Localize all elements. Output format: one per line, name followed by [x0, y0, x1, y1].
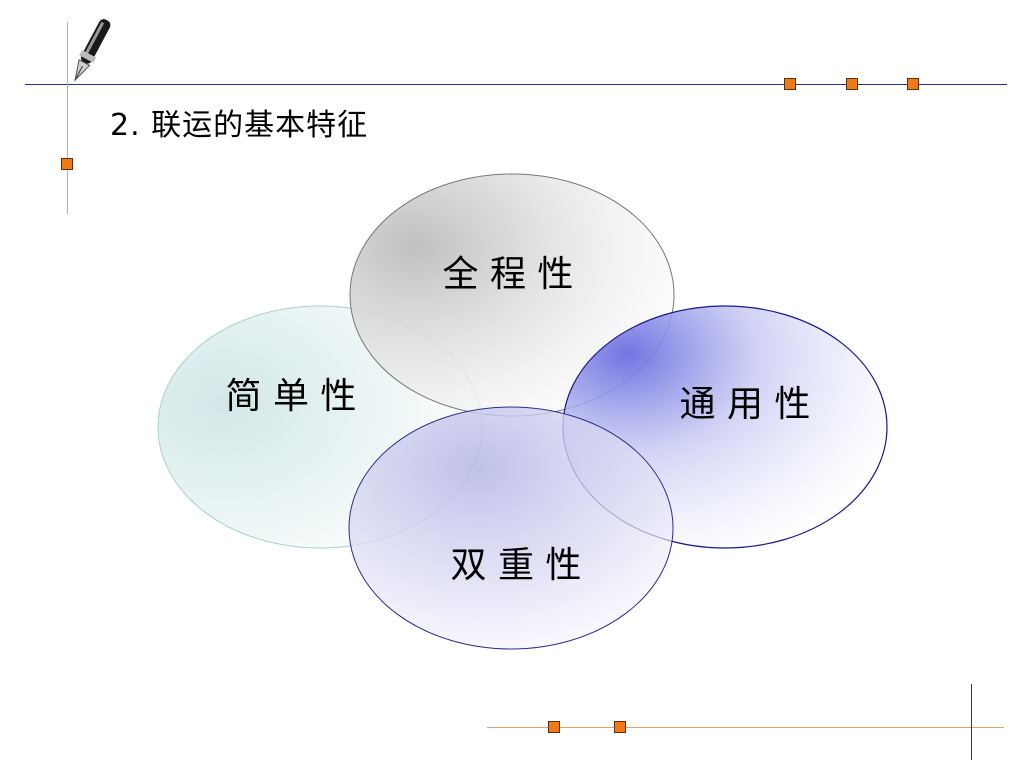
label-shuangzhong: 双 重 性 — [451, 545, 582, 586]
left-vertical-rule — [67, 22, 68, 214]
label-tongyong: 通 用 性 — [680, 384, 811, 425]
pen-icon — [74, 19, 111, 82]
slide-title: 2. 联运的基本特征 — [110, 108, 369, 143]
decor-square — [784, 78, 796, 90]
circle-shuangzhong — [348, 406, 674, 650]
decor-square — [61, 158, 73, 170]
decor-square — [846, 78, 858, 90]
decor-square — [614, 721, 626, 733]
top-rule — [25, 84, 1007, 85]
bottom-right-vertical-rule — [971, 684, 972, 760]
label-jiandan: 简 单 性 — [226, 376, 357, 417]
decor-square — [907, 78, 919, 90]
bottom-rule — [487, 727, 1004, 728]
label-quancheng: 全 程 性 — [443, 254, 574, 295]
decor-square — [548, 721, 560, 733]
